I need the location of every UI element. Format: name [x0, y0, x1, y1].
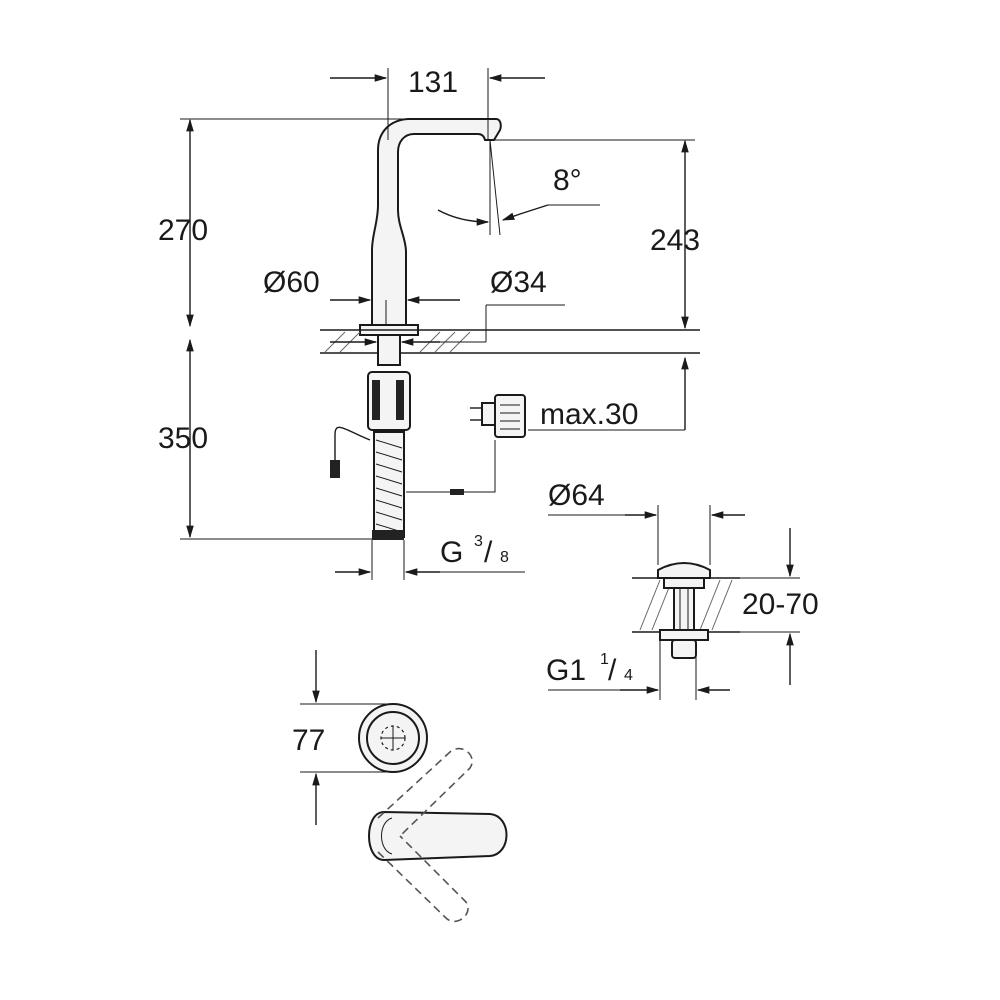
- dim-waste-diameter: Ø64: [548, 479, 605, 512]
- waste-thread-main: G1: [546, 654, 586, 687]
- sensor-plug: [330, 460, 340, 478]
- waste-drain-view: [632, 562, 740, 659]
- connection-thread-sup: 3: [474, 533, 483, 550]
- dim-waste-thread: G1 1 / 4: [546, 651, 633, 687]
- dim-hole-diameter: Ø34: [490, 266, 547, 299]
- faucet-side-view: [320, 118, 700, 540]
- waste-thread-sup: 1: [600, 651, 609, 668]
- svg-text:/: /: [484, 536, 493, 569]
- lever-handle: [368, 810, 508, 862]
- waste-plug-head: [657, 562, 711, 579]
- dim-spout-height: 243: [650, 224, 700, 257]
- dim-connection-thread: G 3 / 8: [440, 533, 509, 569]
- dim-waste-range: 20-70: [742, 588, 819, 621]
- power-transformer: [470, 394, 526, 438]
- dimension-lines-top-view: [300, 650, 393, 825]
- svg-text:/: /: [608, 654, 617, 687]
- waste-thread-sub: 4: [624, 667, 633, 684]
- lever-swing-outline: [377, 747, 473, 837]
- dimension-lines-faucet: [180, 68, 695, 580]
- dim-spout-reach: 131: [408, 66, 458, 99]
- dim-total-height: 270: [158, 214, 208, 247]
- connection-thread-main: G: [440, 536, 463, 569]
- hose-braid: [375, 439, 403, 533]
- dimension-lines-waste: [548, 505, 800, 700]
- faucet-body: [371, 118, 502, 331]
- connection-thread-sub: 8: [500, 549, 509, 566]
- dim-hose-length: 350: [158, 422, 208, 455]
- sensor-cable: [334, 426, 371, 470]
- faucet-shank: [377, 334, 401, 366]
- dim-transformer-cable: max.30: [540, 398, 638, 431]
- dim-base-diameter: Ø60: [263, 266, 320, 299]
- dim-spout-angle: 8°: [553, 164, 582, 197]
- dim-control-diameter: 77: [292, 724, 325, 757]
- top-view: [358, 703, 508, 923]
